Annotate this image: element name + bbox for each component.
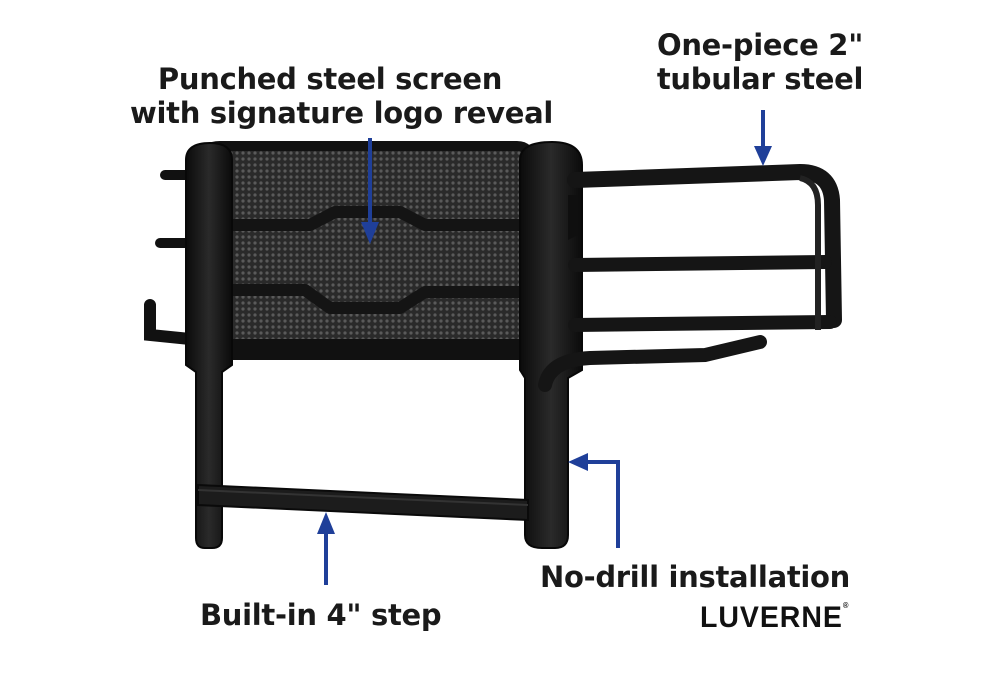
callout-line: with signature logo reveal	[130, 96, 553, 130]
wrap-tube-mid	[568, 255, 832, 272]
punched-steel-screen	[212, 150, 525, 352]
brand-name: LUVERNE	[700, 601, 843, 634]
left-upright	[185, 141, 233, 549]
callout-line: Punched steel screen	[157, 62, 503, 96]
brand-logo: LUVERNE®	[700, 601, 848, 635]
rear-bar-low	[144, 299, 206, 346]
right-upright	[519, 140, 583, 549]
callout-no-drill: No-drill installation	[540, 560, 851, 594]
callout-line: tubular steel	[656, 62, 864, 96]
wrap-tube-bottom	[538, 335, 767, 392]
wrap-tube-vertical	[799, 175, 821, 330]
callout-line: One-piece 2"	[656, 28, 863, 62]
step-edge	[197, 489, 529, 506]
side-bracket	[568, 195, 578, 240]
callout-built-in-step: Built-in 4" step	[200, 598, 442, 632]
callout-tubular-steel: One-piece 2" tubular steel	[640, 28, 880, 96]
arrow-tube	[754, 110, 772, 166]
arrow-no-drill	[568, 453, 620, 548]
wrap-tube-low	[568, 315, 837, 332]
callout-punched-screen: Punched steel screen with signature logo…	[130, 62, 553, 130]
lower-logo-bar	[194, 284, 534, 314]
registered-mark: ®	[842, 601, 849, 610]
upper-logo-bar	[194, 206, 534, 231]
arrow-screen	[361, 138, 379, 244]
wrap-tube-top	[567, 163, 842, 328]
arrow-step	[317, 512, 335, 585]
